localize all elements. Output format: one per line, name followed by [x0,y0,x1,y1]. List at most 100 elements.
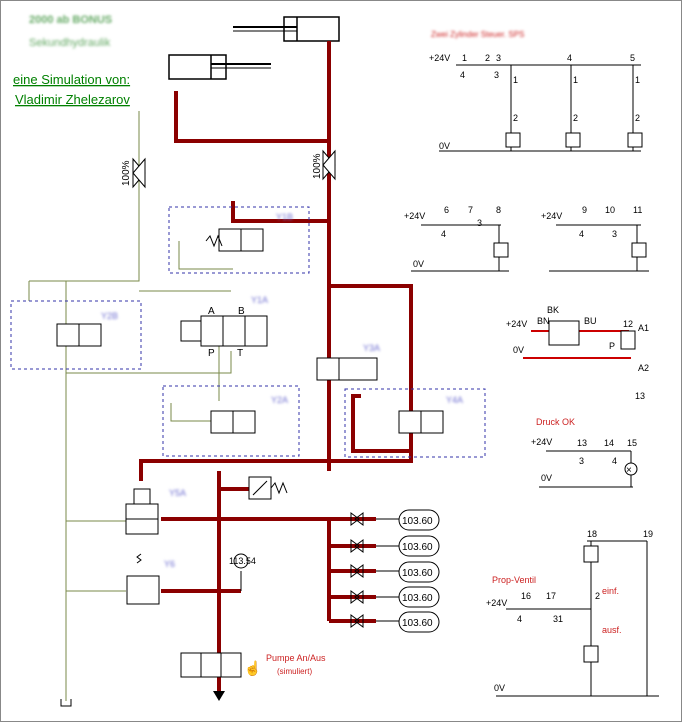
lamp-icon: × [626,465,632,476]
druck-title: Druck OK [536,417,575,427]
pressure-relief[interactable]: Y6 [126,553,175,605]
pump-sub: (simuliert) [277,667,312,676]
druck-15: 15 [627,438,637,448]
sensor-a2: A2 [638,363,649,373]
prop-aus: ausf. [602,625,622,635]
top-node-5: 5 [630,53,635,63]
tank-symbol [60,699,72,707]
electrical-top: Zwei Zylinder Steuer. SPS +24V 0V 1 2 3 … [429,30,643,152]
prop-19: 19 [643,529,653,539]
valve-label-y3a: Y3A [363,343,380,353]
valve-y5a[interactable]: Y5A [125,488,186,535]
pressure-gauge: 113.54 [229,553,256,591]
pump-switch[interactable]: Pumpe An/Aus (simuliert) ☝ [180,652,326,701]
consumer-value-3: 103.60 [402,568,433,579]
mid-right-v24: +24V [541,211,562,221]
druck-ok-circuit: Druck OK +24V 0V × 13 14 15 3 4 [531,417,638,488]
top-node-3: 3 [496,53,501,63]
cylinder-lower[interactable] [168,54,271,80]
valve-label-y2a: Y2A [271,395,288,405]
druck-v24: +24V [531,437,552,447]
druck-4: 4 [612,456,617,466]
sensor-bk: BK [547,305,559,315]
prop-title: Prop-Ventil [492,575,536,585]
consumer-value-4: 103.60 [402,593,433,604]
consumer-value-1: 103.60 [402,516,433,527]
consumer-group: 103.60 103.60 103.60 103.60 103.60 [350,509,440,633]
valve-y2a[interactable]: Y2A [162,385,300,457]
gauge-value: 113.54 [229,556,256,566]
top-node-4b: 4 [460,70,465,80]
consumer-4[interactable]: 103.60 [398,586,440,608]
valve-y4a[interactable]: Y4A [344,388,486,458]
top-circuit-title: Zwei Zylinder Steuer. SPS [431,30,524,39]
flow-pct-right: 100% [312,153,323,179]
hand-icon[interactable]: ☝ [244,659,261,677]
mid-left-v0: 0V [413,259,424,269]
v0-top: 0V [439,141,450,151]
header: 2000 ab BONUS Sekundhydraulik eine Simul… [13,14,130,107]
valve-label-y5a: Y5A [169,488,186,498]
prop-2: 2 [595,591,600,601]
prop-v24: +24V [486,598,507,608]
pressure-switch[interactable] [248,476,288,500]
flow-pct-left: 100% [121,160,132,186]
prop-31: 31 [553,614,563,624]
mid-right-node-4: 4 [579,229,584,239]
top-node-4: 4 [567,53,572,63]
sensor-13: 13 [635,391,645,401]
port-b: B [238,306,245,317]
mid-right-node-3: 3 [612,229,617,239]
v24-top: +24V [429,53,450,63]
title-line2: Sekundhydraulik [29,37,111,49]
valve-y3a[interactable]: Y3A [316,343,380,381]
simulation-author-line1[interactable]: eine Simulation von: [13,72,130,87]
sensor-circuit: +24V 0V BK BN BU P A1 A2 12 13 [506,305,649,401]
druck-v0: 0V [541,473,552,483]
top-pin-2b: 2 [573,113,578,123]
valve-y2b[interactable]: Y2B [10,300,142,370]
consumer-5[interactable]: 103.60 [398,611,440,633]
sensor-p: P [609,341,615,351]
top-pin-1a: 1 [513,75,518,85]
mid-left-v24: +24V [404,211,425,221]
druck-14: 14 [604,438,614,448]
sensor-bn: BN [537,316,550,326]
consumer-3[interactable]: 103.60 [398,561,440,583]
consumer-value-2: 103.60 [402,542,433,553]
top-pin-2c: 2 [635,113,640,123]
mid-left-node-7: 7 [468,205,473,215]
port-p: P [208,348,215,359]
top-node-1: 1 [462,53,467,63]
port-t: T [237,348,243,359]
throttle-left[interactable]: 100% [121,157,146,189]
cylinder-upper[interactable] [233,16,340,42]
top-node-2: 2 [485,53,490,63]
sensor-bu: BU [584,316,597,326]
prop-16: 16 [521,591,531,601]
valve-label-y1b: Y1B [276,212,293,222]
electrical-mid-left: +24V 0V 6 7 3 8 4 [404,205,509,272]
consumer-1[interactable]: 103.60 [398,509,440,531]
mid-left-node-3: 3 [477,218,482,228]
simulation-author-line2[interactable]: Vladimir Zhelezarov [15,92,130,107]
sensor-a1: A1 [638,323,649,333]
druck-3: 3 [579,456,584,466]
valve-y1b[interactable]: Y1B [168,206,310,274]
prop-ventil-circuit: Prop-Ventil +24V 0V 16 17 18 19 31 4 2 e… [486,529,659,697]
mid-left-node-6: 6 [444,205,449,215]
electrical-mid-right: +24V 9 10 11 4 3 [541,205,649,272]
top-pin-2a: 2 [513,113,518,123]
mid-right-node-10: 10 [605,205,615,215]
mid-right-node-9: 9 [582,205,587,215]
throttle-right[interactable]: 100% [312,149,336,181]
sensor-v24: +24V [506,319,527,329]
valve-y1a-main[interactable]: A B P T Y1A [180,295,268,359]
mid-left-node-4: 4 [441,229,446,239]
port-a: A [208,306,215,317]
sensor-v0: 0V [513,345,524,355]
consumer-2[interactable]: 103.60 [398,535,440,557]
top-pin-1c: 1 [635,75,640,85]
